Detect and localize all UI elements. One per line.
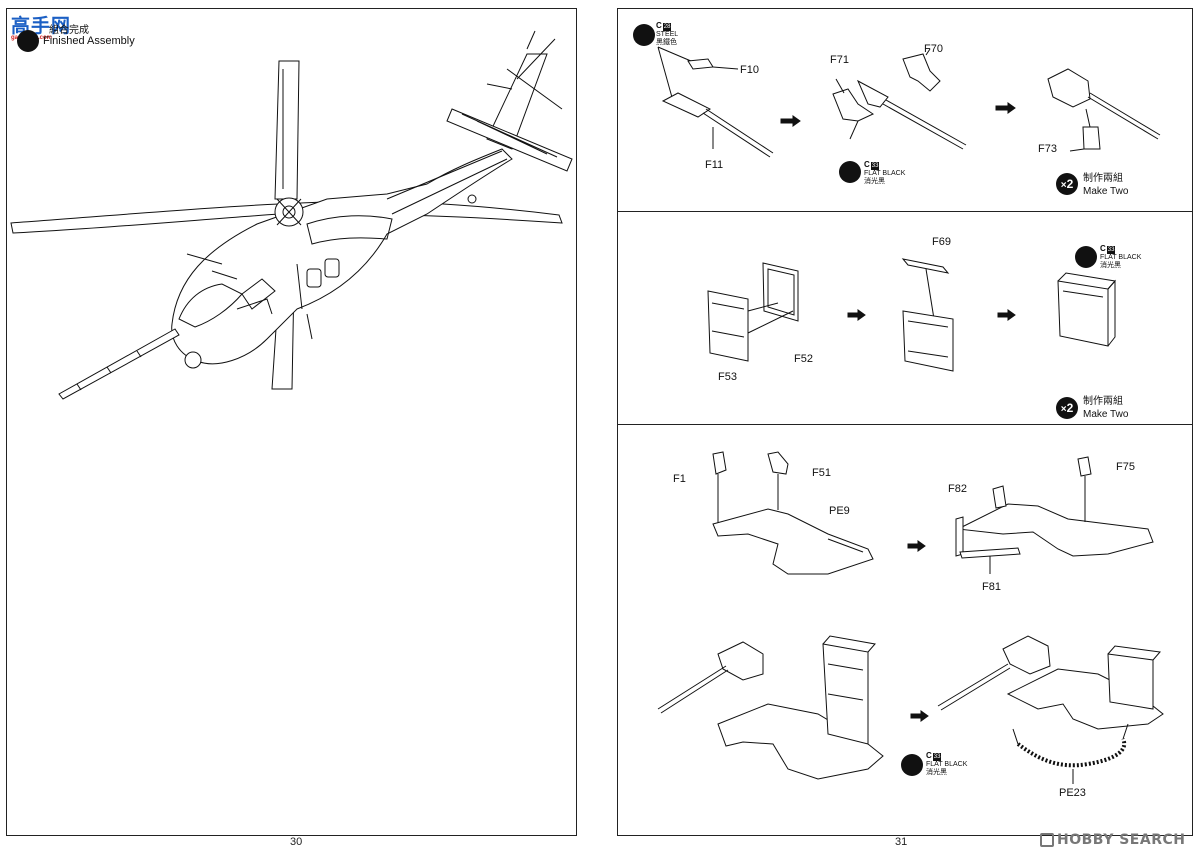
watermark-text: HOBBY SEARCH: [1057, 832, 1186, 848]
paint-code: C: [1100, 244, 1106, 253]
step-title-zh: 組合完成: [49, 25, 89, 36]
gun-mount-diagram: [657, 451, 1164, 784]
part-label-f73: F73: [1038, 143, 1057, 155]
make-two-zh: 制作兩組: [1083, 396, 1123, 407]
part-label-f82: F82: [948, 483, 967, 495]
part-label-pe23: PE23: [1059, 787, 1086, 799]
paint-number: 33: [870, 162, 880, 170]
paint-name-en: FLAT BLACK: [864, 170, 906, 177]
gun-assembly-diagram: [657, 46, 1161, 158]
paint-name-zh: 消光黑: [1100, 262, 1121, 269]
multiplier: 2: [1066, 401, 1074, 415]
multiplier: 2: [1066, 177, 1074, 191]
part-label-f51: F51: [812, 467, 831, 479]
part-label-f11: F11: [705, 159, 724, 171]
paint-number: 33: [1106, 246, 1116, 254]
make-two-badge: ×2: [1056, 173, 1078, 195]
paint-name-zh: 黑鐵色: [656, 39, 677, 46]
paint-name-zh: 消光黑: [864, 178, 885, 185]
step-number-badge: [17, 30, 39, 52]
finished-assembly-illustration: [10, 30, 573, 400]
paint-swatch-flat-black: [839, 161, 861, 183]
page-number-right: 31: [895, 836, 908, 848]
make-two-en: Make Two: [1083, 186, 1129, 197]
make-two-label: 制作兩組 Make Two: [1083, 172, 1128, 198]
part-label-pe9: PE9: [829, 505, 850, 517]
make-two-en: Make Two: [1083, 409, 1129, 420]
paint-number: 28: [662, 23, 672, 31]
part-label-f81: F81: [982, 581, 1001, 593]
paint-swatch-flat-black: [1075, 246, 1097, 268]
paint-code: C: [926, 751, 932, 760]
part-label-f75: F75: [1116, 461, 1135, 473]
part-label-f70: F70: [924, 43, 943, 55]
make-two-zh: 制作兩組: [1083, 173, 1123, 184]
paint-name-en: FLAT BLACK: [1100, 254, 1142, 261]
page-number-left: 30: [290, 836, 303, 848]
part-label-f1: F1: [673, 473, 686, 485]
paint-swatch-steel: [633, 24, 655, 46]
part-label-f10: F10: [740, 64, 759, 76]
make-two-badge: ×2: [1056, 397, 1078, 419]
ammo-box-diagram: [707, 258, 1116, 372]
part-label-f52: F52: [794, 353, 813, 365]
left-page: 高手网 gao-shou.com 組合完成 Finished Assembly: [6, 8, 577, 836]
part-label-f71: F71: [830, 54, 849, 66]
paint-number: 33: [932, 753, 942, 761]
part-label-f53: F53: [718, 371, 737, 383]
step-title-en: Finished Assembly: [43, 35, 135, 47]
make-two-label: 制作兩組 Make Two: [1083, 395, 1128, 421]
paint-code: C: [656, 21, 662, 30]
part-label-f69: F69: [932, 236, 951, 248]
watermark-icon: [1040, 833, 1054, 847]
paint-name-en: FLAT BLACK: [926, 761, 968, 768]
paint-name-en: STEEL: [656, 31, 679, 38]
paint-code: C: [864, 160, 870, 169]
hobby-search-watermark: HOBBY SEARCH: [1040, 832, 1185, 848]
paint-swatch-flat-black: [901, 754, 923, 776]
paint-name-zh: 消光黑: [926, 769, 947, 776]
